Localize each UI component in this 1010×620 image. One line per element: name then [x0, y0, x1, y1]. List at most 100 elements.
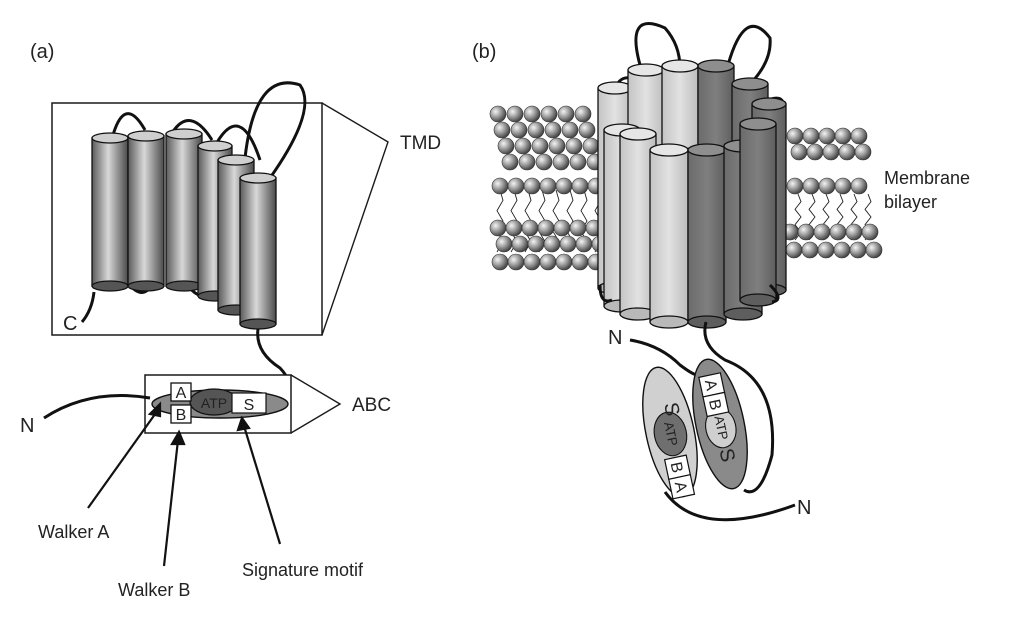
- lipid-head: [575, 235, 593, 253]
- lipid-head: [838, 143, 856, 161]
- nbd-left-a: A: [671, 480, 690, 494]
- lipid-head: [797, 223, 815, 241]
- lipid-head: [790, 143, 808, 161]
- lipid-head: [543, 235, 561, 253]
- callout-arrows: [87, 401, 282, 567]
- lipid-head: [786, 177, 804, 195]
- panel-b: (b): [472, 22, 970, 522]
- membrane-label-line1: Membrane: [884, 168, 970, 188]
- lipid-head: [849, 241, 867, 259]
- lipid-head: [818, 127, 836, 145]
- tmd-cylinders-front: [603, 117, 777, 329]
- panel-b-label: (b): [472, 41, 496, 63]
- lipid-head: [506, 105, 524, 123]
- lipid-head: [497, 137, 515, 155]
- lipid-head: [850, 127, 868, 145]
- lipid-head: [582, 137, 600, 155]
- cyl-front-4: [687, 143, 727, 329]
- lipid-head: [865, 241, 883, 259]
- cyl-front-3: [649, 143, 689, 329]
- walker-b-box: [170, 404, 192, 424]
- lipid-head: [491, 253, 509, 271]
- lipid-head: [539, 253, 557, 271]
- panel-a-label: (a): [30, 41, 54, 63]
- walker-a-callout: Walker A: [38, 522, 109, 542]
- lipid-head: [569, 153, 587, 171]
- lipid-head: [491, 177, 509, 195]
- lipid-head: [539, 177, 557, 195]
- lipid-head: [507, 253, 525, 271]
- nbd-left: S ATP B A: [642, 366, 698, 500]
- n-terminus-tail: [43, 394, 151, 420]
- lipid-head: [552, 153, 570, 171]
- lipid-head: [553, 219, 571, 237]
- helix-a6: [239, 172, 277, 330]
- lipid-head: [569, 219, 587, 237]
- lipid-head: [786, 127, 804, 145]
- lipid-head: [817, 241, 835, 259]
- nbd-left-atp: ATP: [661, 420, 681, 447]
- lipid-head: [802, 127, 820, 145]
- n-terminus-label: N: [20, 415, 34, 437]
- lipid-head: [544, 121, 562, 139]
- lipid-head: [540, 105, 558, 123]
- lipid-head: [527, 121, 545, 139]
- lipid-head: [510, 121, 528, 139]
- lipid-head: [557, 105, 575, 123]
- signature-box: [231, 392, 267, 414]
- tmd-helices: [91, 128, 277, 330]
- lipid-head: [505, 219, 523, 237]
- lipid-head: [845, 223, 863, 241]
- walker-b-callout: Walker B: [118, 580, 190, 600]
- lipid-head: [861, 223, 879, 241]
- abc-bracket: [290, 374, 342, 434]
- bottom-loops: [598, 283, 780, 304]
- nbd-left-b: B: [667, 461, 686, 475]
- cyl-front-6: [739, 117, 777, 307]
- membrane-label-line2: bilayer: [884, 192, 937, 212]
- lipid-head: [822, 143, 840, 161]
- lipid-head: [806, 143, 824, 161]
- walker-b-box-label: B: [176, 407, 187, 424]
- nbd-right-atp: ATP: [711, 414, 731, 441]
- lipid-head: [555, 177, 573, 195]
- n-bottom-label: N: [797, 497, 811, 519]
- lipid-head: [834, 127, 852, 145]
- atp-label: ATP: [201, 395, 227, 411]
- lipid-head: [574, 105, 592, 123]
- lipid-head: [833, 241, 851, 259]
- lipid-head: [489, 219, 507, 237]
- lipid-head: [813, 223, 831, 241]
- signature-box-label: S: [244, 397, 255, 414]
- lipid-head: [501, 153, 519, 171]
- nbd-right-a: A: [701, 378, 720, 392]
- lipid-head: [559, 235, 577, 253]
- lipid-head: [565, 137, 583, 155]
- lipid-head: [531, 137, 549, 155]
- c-terminus-label: C: [63, 313, 77, 335]
- c-terminus-tail: [80, 291, 96, 323]
- abc-label: ABC: [352, 395, 391, 416]
- lipid-head: [489, 105, 507, 123]
- lipid-head: [829, 223, 847, 241]
- lipid-head: [561, 121, 579, 139]
- lipid-head: [523, 253, 541, 271]
- lipid-head: [507, 177, 525, 195]
- lipid-head: [834, 177, 852, 195]
- lipid-head: [523, 105, 541, 123]
- lipid-head: [511, 235, 529, 253]
- nbd-right-s: S: [715, 446, 739, 464]
- nbd-left-s: S: [659, 400, 683, 418]
- nbd-right-b: B: [705, 398, 724, 412]
- signature-callout: Signature motif: [242, 560, 364, 580]
- lipid-head: [802, 177, 820, 195]
- lipid-head: [527, 235, 545, 253]
- panel-a: (a) TMD: [20, 41, 441, 600]
- lipid-head: [537, 219, 555, 237]
- lipid-head: [578, 121, 596, 139]
- lipid-head: [571, 253, 589, 271]
- lipid-head: [801, 241, 819, 259]
- lipid-head: [785, 241, 803, 259]
- lipid-head: [514, 137, 532, 155]
